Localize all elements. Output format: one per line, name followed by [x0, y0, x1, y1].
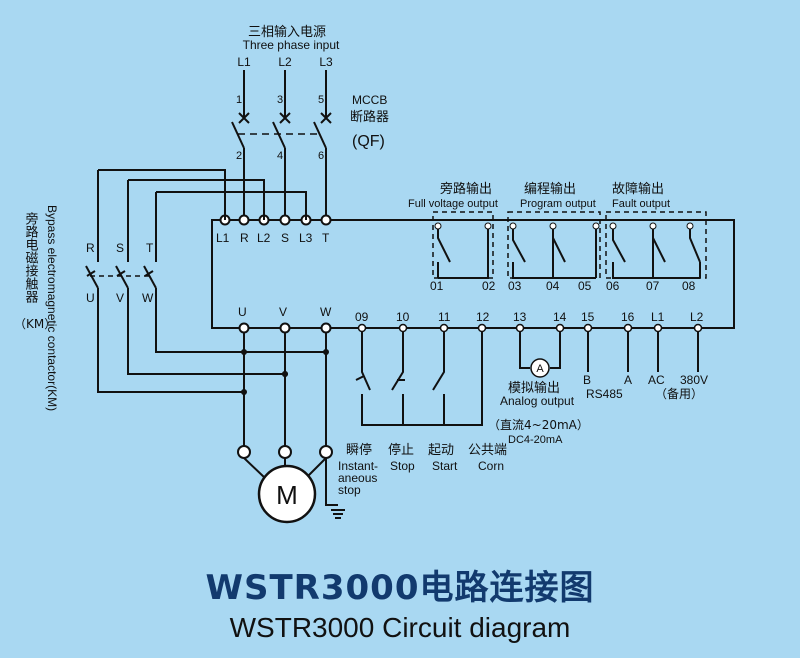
- motor-terminal-w: W: [320, 305, 332, 319]
- control-l1: L1: [651, 310, 665, 324]
- control-11: 11: [438, 310, 451, 324]
- analog-range-cn: （直流4~20mA）: [488, 418, 589, 432]
- diagram-title-en: WSTR3000 Circuit diagram: [229, 612, 571, 643]
- output-label-en-3: Fault output: [612, 198, 670, 210]
- control-corn-cn: 公共端: [468, 443, 507, 458]
- terminal-l3: L3: [299, 231, 313, 245]
- aux-note: （备用）: [655, 387, 703, 401]
- relay-03: 03: [508, 279, 522, 293]
- input-line-l2: L2: [278, 55, 292, 69]
- input-line-l1: L1: [237, 55, 251, 69]
- control-14: 14: [553, 310, 567, 324]
- rs485-ac-wires: [587, 332, 699, 372]
- ammeter-icon: A: [536, 363, 544, 375]
- bypass-s: S: [116, 241, 124, 255]
- control-stop-en: Stop: [390, 459, 415, 473]
- relay-04: 04: [546, 279, 560, 293]
- input-line-l3: L3: [319, 55, 333, 69]
- control-16: 16: [621, 310, 635, 324]
- input-label-cn: 三相输入电源: [248, 24, 326, 40]
- mccb-label-en: MCCB: [352, 93, 387, 107]
- bypass-label-cn: 旁路电磁接触器: [23, 211, 39, 304]
- control-12: 12: [476, 310, 490, 324]
- bypass-r: R: [86, 241, 95, 255]
- control-09: 09: [355, 310, 369, 324]
- mccb-label-cn: 断路器: [350, 109, 389, 125]
- aux-380v: 380V: [680, 373, 708, 387]
- control-start-cn: 起动: [428, 443, 454, 458]
- motor-terminal-v: V: [279, 305, 287, 319]
- analog-range-en: DC4-20mA: [508, 434, 563, 446]
- terminal-l1: L1: [216, 231, 230, 245]
- bypass-code: （KM）: [14, 317, 56, 331]
- bypass-w: W: [142, 291, 154, 305]
- mccb-num-3: 3: [277, 94, 283, 106]
- control-switches: [355, 332, 483, 426]
- control-10: 10: [396, 310, 410, 324]
- output-label-en-2: Program output: [520, 198, 596, 210]
- output-label-cn-2: 编程输出: [524, 181, 576, 197]
- terminal-r: R: [240, 231, 249, 245]
- bypass-v: V: [116, 291, 124, 305]
- control-stop-instant-cn: 瞬停: [346, 442, 372, 458]
- relay-contacts: [432, 211, 707, 279]
- relay-05: 05: [578, 279, 592, 293]
- analog-output-circuit: [519, 332, 561, 378]
- relay-06: 06: [606, 279, 620, 293]
- bypass-t: T: [146, 241, 154, 255]
- analog-label-en: Analog output: [500, 394, 575, 408]
- mccb-num-6: 6: [318, 150, 324, 162]
- motor-terminal-u: U: [238, 305, 247, 319]
- terminal-t: T: [322, 231, 330, 245]
- aux-ac: AC: [648, 373, 665, 387]
- terminal-l2: L2: [257, 231, 271, 245]
- rs485-b: B: [583, 373, 591, 387]
- mccb-num-5: 5: [318, 94, 324, 106]
- relay-02: 02: [482, 279, 496, 293]
- rs485-a: A: [624, 373, 632, 387]
- control-l2: L2: [690, 310, 704, 324]
- terminal-s: S: [281, 231, 289, 245]
- rs485-label: RS485: [586, 387, 623, 401]
- control-start-en: Start: [432, 459, 458, 473]
- motor-wiring: [237, 322, 345, 524]
- input-label-en: Three phase input: [243, 38, 340, 52]
- bypass-contactor: [85, 169, 326, 393]
- mccb-num-4: 4: [277, 150, 283, 162]
- bypass-label-en: Bypass electromagnetic contactor(KM): [45, 205, 59, 411]
- control-stop-cn: 停止: [388, 442, 414, 458]
- output-label-en-1: Full voltage output: [408, 198, 498, 210]
- relay-01: 01: [430, 279, 444, 293]
- output-label-cn-3: 故障输出: [612, 181, 664, 197]
- control-13: 13: [513, 310, 527, 324]
- bypass-u: U: [86, 291, 95, 305]
- motor-label: M: [276, 480, 298, 510]
- relay-07: 07: [646, 279, 660, 293]
- control-corn-en: Corn: [478, 459, 504, 473]
- diagram-title-cn: WSTR3000电路连接图: [205, 568, 595, 608]
- mccb-num-1: 1: [236, 94, 242, 106]
- relay-08: 08: [682, 279, 696, 293]
- control-15: 15: [581, 310, 595, 324]
- mccb-code: (QF): [352, 133, 385, 150]
- mccb-breaker: [231, 70, 332, 162]
- analog-label-cn: 模拟输出: [508, 380, 560, 396]
- control-terminal-row: [357, 323, 703, 333]
- mccb-num-2: 2: [236, 150, 242, 162]
- output-label-cn-1: 旁路输出: [440, 181, 492, 197]
